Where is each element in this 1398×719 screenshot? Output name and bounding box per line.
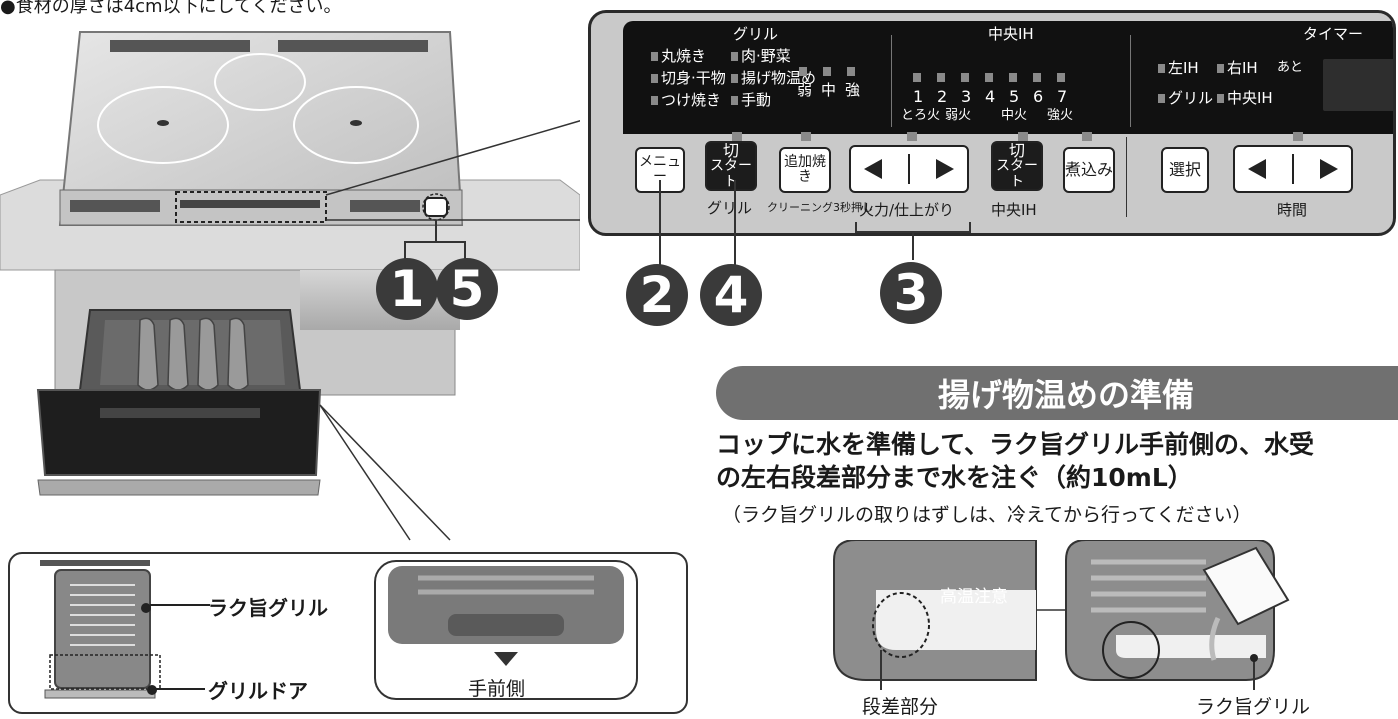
front-tray-detail [388,566,624,644]
marker-3: 3 [880,262,942,324]
level-weak: 弱 [797,81,813,99]
digit-6: 6 [1033,87,1044,106]
grill-start-button[interactable]: 切 スタート [705,141,757,191]
timer-ato: あと [1277,60,1304,75]
time-label: 時間 [1277,201,1308,219]
grill-label: グリル [707,199,753,217]
control-panel: グリル 丸焼き 肉·野菜 切身·干物 揚げ物温め つけ焼き 手動 弱 中 強 中… [588,10,1396,236]
grill-start-label-1: 切 [722,140,739,160]
burner-right [293,86,419,164]
grill-tray-top-view [40,560,161,699]
digit-4: 4 [985,87,996,106]
timer-lcd [1323,59,1393,111]
center-ih-title: 中央IH [988,25,1034,43]
grill-door-illus [36,389,322,476]
vent-right [278,40,428,52]
heat-finish-label: 火力/仕上がり [859,201,955,219]
mode-niku-yasai: 肉·野菜 [741,47,791,65]
left-arrow-icon [1248,159,1266,179]
tray-water-illustration [833,540,1290,690]
burner-left [97,86,229,164]
digit-5: 5 [1009,87,1020,106]
right-arrow-icon [936,159,954,179]
mode-maruyaki: 丸焼き [661,47,707,65]
left-arrow-icon [864,159,882,179]
fish-group [137,317,249,391]
center-start-label-1: 切 [1008,140,1025,160]
instruction-note: （ラク旨グリルの取りはずしは、冷えてから行ってください） [722,504,1252,526]
sub-torobi: とろ火 [901,108,941,123]
marker-4: 4 [700,264,762,326]
down-triangle-icon [494,652,518,666]
sub-chubi: 中火 [1001,108,1028,123]
level-strong: 強 [845,81,861,99]
sub-yowabi: 弱火 [945,108,972,123]
digit-3: 3 [961,87,972,106]
level-medium: 中 [821,81,837,99]
digit-2: 2 [937,87,948,106]
mode-agemono: 揚げ物温め [741,69,817,87]
center-ih-label: 中央IH [991,201,1037,219]
timer-title: タイマー [1303,25,1364,43]
panel-highlight [175,191,327,223]
center-start-label-2: スタート [996,158,1038,190]
caution-text-left: 高温注意 [940,587,1008,607]
select-button[interactable]: 選択 [1161,147,1209,193]
timer-grill: グリル [1168,89,1214,107]
digit-7: 7 [1057,87,1068,106]
marker-5: 5 [436,258,498,320]
instruction-line-2: の左右段差部分まで水を注ぐ（約10mL） [716,463,1193,492]
sub-tsuyobi: 強火 [1047,108,1074,123]
timer-right-ih: 右IH [1227,59,1258,77]
raku-grill-label: ラク旨グリル [208,596,328,620]
cleaning-label: クリーニング3秒押し [767,201,873,214]
mode-tsukeyaki: つけ焼き [661,91,722,109]
heat-adjust-button[interactable] [849,145,969,193]
extra-bake-button[interactable]: 追加焼き [779,147,831,193]
instruction-body: コップに水を準備して、ラク旨グリル手前側の、水受 の左右段差部分まで水を注ぐ（約… [716,428,1314,494]
vent-left [110,40,250,52]
time-adjust-button[interactable] [1233,145,1353,193]
instruction-line-1: コップに水を準備して、ラク旨グリル手前側の、水受 [716,430,1315,459]
marker-1: 1 [376,258,438,320]
tray-grill-label: ラク旨グリル [1196,696,1311,718]
section-title: 揚げ物温めの準備 [716,366,1398,420]
marker-2: 2 [626,264,688,326]
simmer-button[interactable]: 煮込み [1063,147,1115,193]
burner-center [214,53,306,111]
digit-1: 1 [913,87,924,106]
mode-manual: 手動 [741,91,772,109]
header-note: ●食材の厚さは4cm以下にしてください。 [0,0,342,17]
step-label: 段差部分 [862,696,939,718]
center-start-button[interactable]: 切 スタート [991,141,1043,191]
grill-title: グリル [733,25,779,43]
mode-kirimi: 切身·干物 [661,69,726,87]
timer-center-ih: 中央IH [1227,89,1273,107]
right-arrow-icon [1320,159,1338,179]
panel-leaders [659,180,971,265]
timer-left-ih: 左IH [1168,59,1199,77]
grill-door-label: グリルドア [208,679,308,703]
panel-display: グリル 丸焼き 肉·野菜 切身·干物 揚げ物温め つけ焼き 手動 弱 中 強 中… [623,21,1393,134]
select-button-small [424,197,448,217]
front-side-label: 手前側 [468,678,526,700]
